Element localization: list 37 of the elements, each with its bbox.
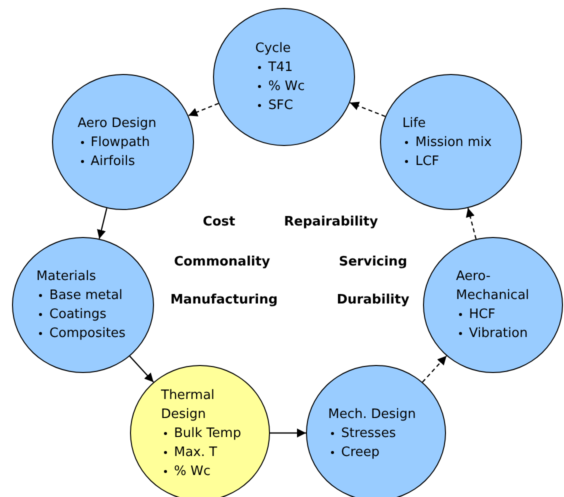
concern-label: Manufacturing <box>170 292 278 308</box>
arrow <box>97 208 108 239</box>
bullet-text: % Wc <box>174 462 210 480</box>
arrow <box>422 355 447 383</box>
arrow <box>188 102 219 116</box>
bullet-text: Stresses <box>341 424 396 442</box>
bullet-text: T41 <box>268 59 293 77</box>
bullet-text: LCF <box>415 152 440 170</box>
bullet-text: SFC <box>268 97 294 115</box>
topic-title: Thermal Design <box>161 386 216 424</box>
bullet-text: Bulk Temp <box>174 424 242 442</box>
topic-title: Life <box>402 114 427 132</box>
concern-label: Repairability <box>284 214 378 230</box>
arrow <box>270 428 306 438</box>
topic-title: Cycle <box>255 40 292 58</box>
bullet-text: Composites <box>49 325 126 343</box>
topic-title: Aero-Mechanical <box>456 268 530 305</box>
concern-label: Commonality <box>174 254 270 270</box>
bullet-text: % Wc <box>268 78 305 96</box>
concern-label: Cost <box>202 214 236 230</box>
arrow <box>129 356 154 383</box>
topic-title: Aero Design <box>78 114 156 132</box>
arrow <box>350 102 386 117</box>
bullet-text: Flowpath <box>90 134 150 152</box>
bullet-text: Creep <box>341 444 380 462</box>
bullet-text: Max. T <box>174 444 218 462</box>
bullet-text: Coatings <box>49 306 106 324</box>
arrow <box>466 208 477 240</box>
bullet-text: Vibration <box>469 325 528 343</box>
bullet-text: Mission mix <box>415 134 492 152</box>
bullet-text: Airfoils <box>90 152 136 170</box>
topic-title: Materials <box>36 268 98 286</box>
concern-label: Servicing <box>338 254 408 270</box>
topic-title: Mech. Design <box>328 406 416 424</box>
concern-label: Durability <box>336 292 410 308</box>
bullet-text: HCF <box>469 306 496 324</box>
bullet-text: Base metal <box>49 287 123 305</box>
